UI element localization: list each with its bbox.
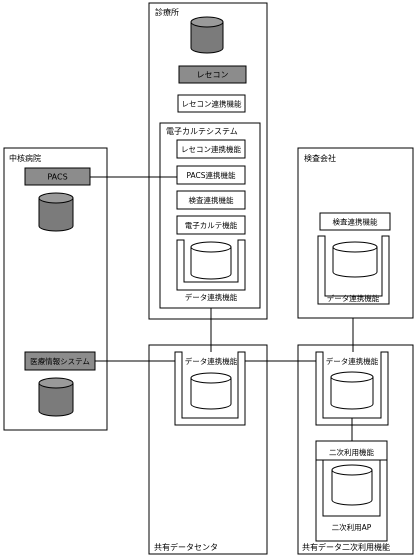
receipt-computer-label: レセコン <box>197 71 229 80</box>
emr-exam-link-box <box>176 190 246 210</box>
data-center-link-label: データ連携機能 <box>185 356 238 366</box>
emr-function-box <box>176 215 246 235</box>
secondary-database-icon <box>330 371 374 410</box>
clinic-receipt-link-box <box>177 94 246 113</box>
emr-pacs-link-label: PACS連携機能 <box>186 170 236 180</box>
data-center-database-icon <box>190 372 232 410</box>
lab-company-title: 検査会社 <box>304 153 336 163</box>
secondary-inner-bracket <box>322 460 381 517</box>
clinic-receipt-link-label: レセコン連携機能 <box>182 99 242 109</box>
emr-database-icon <box>190 241 232 280</box>
secondary-function-label: 二次利用機能 <box>329 447 374 457</box>
data-center-bracket <box>174 351 246 426</box>
pacs-database-icon <box>38 192 74 232</box>
emr-receipt-link-box <box>176 139 246 159</box>
emr-data-bracket <box>176 239 246 291</box>
his-label: 医療情報システム <box>30 356 90 366</box>
lab-exam-link-box <box>319 212 391 231</box>
hospital-title: 中核病院 <box>9 153 41 163</box>
lab-data-bracket <box>317 235 390 305</box>
lab-exam-link-label: 検査連携機能 <box>333 217 378 227</box>
clinic-title: 診療所 <box>155 7 179 17</box>
his-database-icon <box>38 377 74 417</box>
receipt-computer-box <box>178 65 247 84</box>
emr-receipt-link-label: レセコン連携機能 <box>181 144 241 154</box>
pacs-label: PACS <box>47 173 67 182</box>
lab-data-link-label: データ連携機能 <box>327 293 380 303</box>
secondary-app-label: 二次利用AP <box>332 522 372 532</box>
emr-exam-link-label: 検査連携機能 <box>189 195 234 205</box>
lab-company-container <box>297 147 414 319</box>
emr-system-title: 電子カルテシステム <box>166 127 238 136</box>
secondary-data-link-label: データ連携機能 <box>326 356 379 366</box>
secondary-app-database-icon <box>331 464 373 506</box>
secondary-center-title: 共有データ二次利用機能 <box>302 542 390 552</box>
data-center-title: 共有データセンタ <box>154 542 218 552</box>
secondary-data-bracket <box>315 351 389 426</box>
clinic-database-icon <box>190 16 224 54</box>
lab-database-icon <box>332 241 378 278</box>
emr-function-label: 電子カルテ機能 <box>185 220 238 230</box>
emr-pacs-link-box <box>176 165 246 185</box>
emr-data-link-label: データ連携機能 <box>185 292 238 302</box>
